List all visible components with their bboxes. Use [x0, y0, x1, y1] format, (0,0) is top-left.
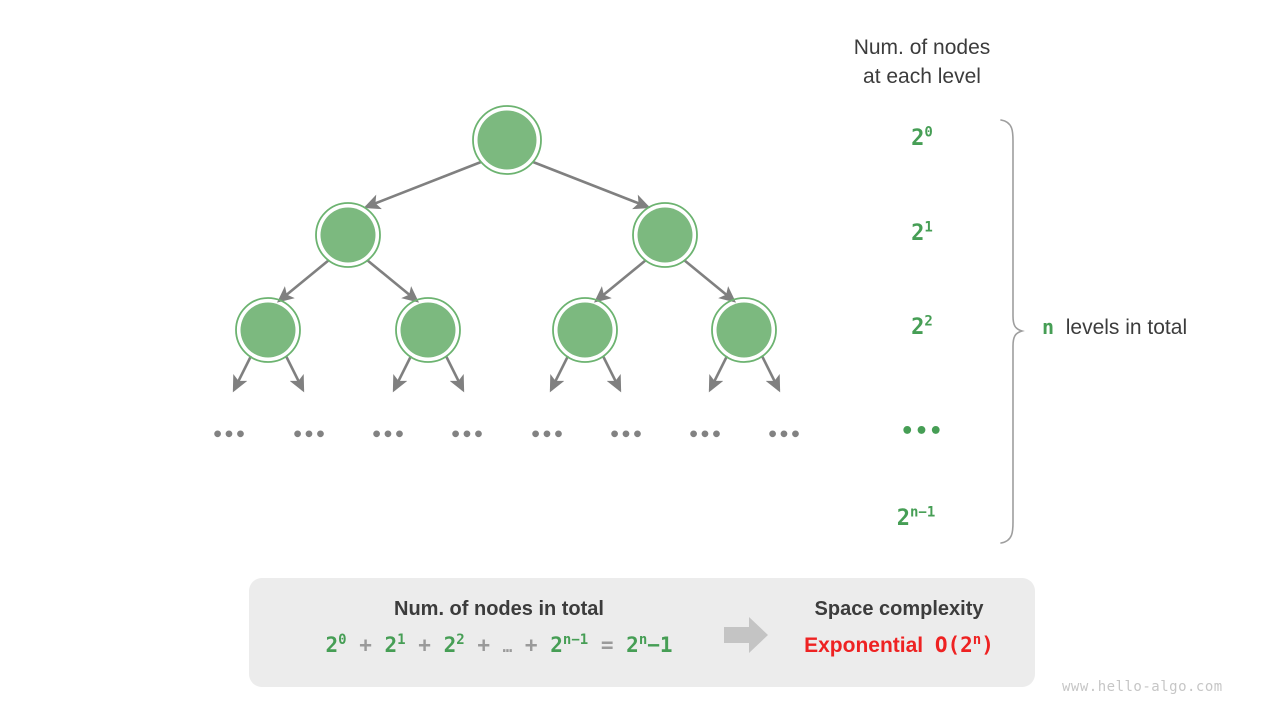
right-block-arrow-icon [724, 617, 768, 653]
formula-term-2: 22 [443, 632, 465, 657]
formula-op-1: + [418, 633, 431, 657]
tree-ellipsis-3: ••• [450, 424, 484, 446]
edge-l1a-left [276, 258, 330, 303]
edge-l2c-left [549, 355, 570, 393]
tree-ellipsis-0: ••• [212, 424, 246, 446]
levels-total-text: levels in total [1065, 316, 1188, 339]
level-count-last: 2n−1 [856, 506, 976, 531]
formula-op-0: + [359, 633, 372, 657]
level-count-1-exp: 1 [924, 219, 933, 236]
summary-result: Exponential O(2n) [790, 631, 1008, 660]
level-count-1-base: 2 [911, 221, 925, 246]
levels-brace [1000, 119, 1025, 544]
summary-right-block: Space complexity Exponential O(2n) [790, 596, 1008, 660]
tree-edges [232, 160, 781, 393]
tree-ellipsis-6: ••• [688, 424, 722, 446]
level-count-2: 22 [862, 315, 982, 340]
edge-l2d-left [708, 355, 729, 393]
edge-l2d-right [760, 355, 781, 393]
summary-right-heading: Space complexity [814, 598, 984, 620]
tree-ellipsis-row: ••• ••• ••• ••• ••• ••• ••• ••• [212, 424, 801, 446]
summary-formula: 20 + 21 + 22 + … + 2n−1 = 2n−1 [249, 631, 749, 661]
edge-l2c-right [601, 355, 622, 393]
tree-ellipsis-5: ••• [609, 424, 643, 446]
tree-ellipsis-7: ••• [767, 424, 801, 446]
tree-ellipsis-1: ••• [292, 424, 326, 446]
summary-result-bigo: O(2n) [934, 632, 994, 657]
edge-l1b-right [683, 258, 737, 303]
tree-node-l2-3[interactable] [711, 297, 777, 363]
level-count-0-exp: 0 [924, 124, 933, 141]
tree-node-root[interactable] [472, 105, 542, 175]
formula-equals: = [600, 633, 614, 657]
tree-node-l2-2[interactable] [552, 297, 618, 363]
level-count-0: 20 [862, 126, 982, 151]
formula-ellipsis: … [502, 637, 513, 656]
level-count-last-base: 2 [896, 506, 910, 531]
tree-ellipsis-2: ••• [371, 424, 405, 446]
levels-total-note: n levels in total [1042, 315, 1187, 340]
level-count-ellipsis: ••• [862, 419, 982, 444]
edge-l1b-left [593, 258, 647, 303]
formula-op-2: + [477, 633, 490, 657]
formula-op-3: + [524, 633, 538, 657]
summary-result-word: Exponential [804, 634, 924, 657]
summary-left-heading: Num. of nodes in total [394, 598, 604, 620]
level-count-2-base: 2 [911, 315, 925, 340]
levels-column-title: Num. of nodes at each level [853, 36, 991, 88]
level-count-2-exp: 2 [924, 313, 933, 330]
level-count-last-exp: n−1 [909, 504, 936, 521]
summary-panel [249, 578, 1035, 687]
level-count-0-base: 2 [911, 126, 925, 151]
edge-root-left [363, 160, 482, 210]
formula-result: 2n−1 [626, 632, 673, 657]
level-count-ellipsis-text: ••• [900, 419, 944, 444]
levels-total-variable: n [1042, 315, 1055, 339]
tree-nodes [235, 105, 777, 363]
tree-node-l1-0[interactable] [315, 202, 381, 268]
formula-term-1: 21 [384, 632, 406, 657]
edge-l2b-left [392, 355, 413, 393]
summary-left-block: Num. of nodes in total 20 + 21 + 22 + … … [249, 596, 749, 661]
edge-l2a-right [284, 355, 305, 393]
watermark: www.hello-algo.com [1062, 679, 1223, 695]
formula-term-3: 2n−1 [550, 632, 589, 657]
tree-node-l1-1[interactable] [632, 202, 698, 268]
level-count-1: 21 [862, 221, 982, 246]
edge-l2b-right [444, 355, 465, 393]
edge-root-right [532, 160, 651, 210]
tree-node-l2-0[interactable] [235, 297, 301, 363]
formula-term-0: 20 [325, 632, 347, 657]
edge-l2a-left [232, 355, 253, 393]
edge-l1a-right [366, 258, 420, 303]
tree-ellipsis-4: ••• [530, 424, 564, 446]
tree-node-l2-1[interactable] [395, 297, 461, 363]
